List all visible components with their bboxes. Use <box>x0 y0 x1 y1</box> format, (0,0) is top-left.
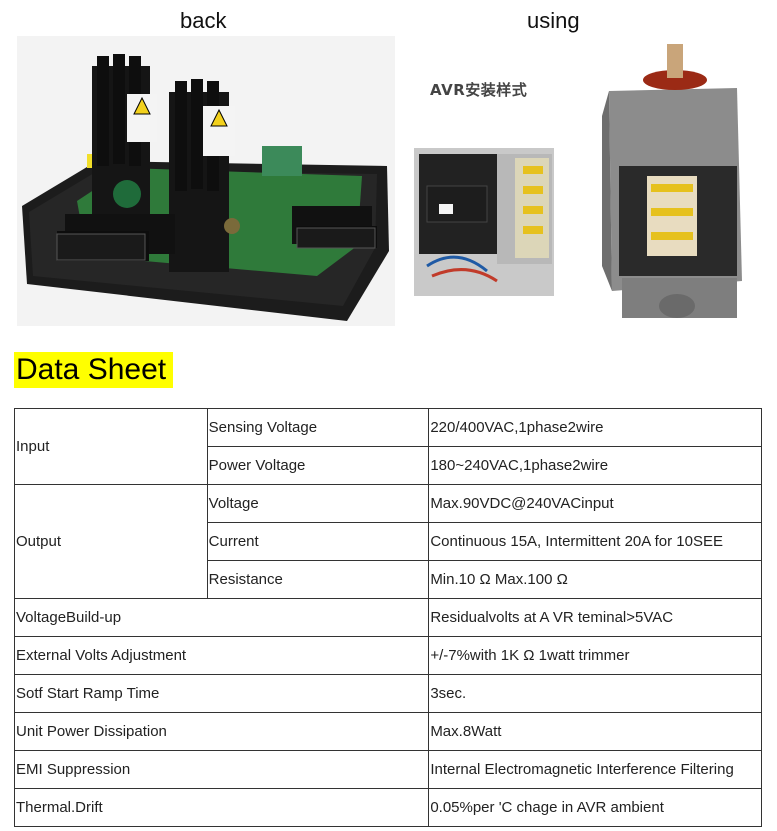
param-cell: Unit Power Dissipation <box>13 712 430 751</box>
caption-back: back <box>180 8 227 33</box>
value-cell: +/-7%with 1K Ω 1watt trimmer <box>428 636 762 675</box>
value-cell: Continuous 15A, Intermittent 20A for 10S… <box>428 522 762 561</box>
table-row: Sotf Start Ramp Time 3sec. <box>13 674 762 713</box>
value-cell: Residualvolts at A VR teminal>5VAC <box>428 598 762 637</box>
param-cell: External Volts Adjustment <box>13 636 430 675</box>
table-row: EMI Suppression Internal Electromagnetic… <box>13 750 762 789</box>
value-cell: 180~240VAC,1phase2wire <box>428 446 762 485</box>
param-cell: Thermal.Drift <box>13 788 430 827</box>
install-style-label: AVR安装样式 <box>430 81 528 99</box>
table-row: Output Voltage Max.90VDC@240VACinput <box>14 484 762 599</box>
param-cell: Sotf Start Ramp Time <box>13 674 430 713</box>
param-cell: VoltageBuild-up <box>13 598 430 637</box>
param-cell: Power Voltage <box>206 446 430 485</box>
avr-board-illustration <box>22 54 389 321</box>
avr-installation-photo <box>397 36 763 326</box>
value-cell: 0.05%per 'C chage in AVR ambient <box>428 788 762 827</box>
table-row: External Volts Adjustment +/-7%with 1K Ω… <box>13 636 762 675</box>
value-cell: Internal Electromagnetic Interference Fi… <box>428 750 762 789</box>
param-cell: EMI Suppression <box>13 750 430 789</box>
table-row: Unit Power Dissipation Max.8Watt <box>13 712 762 751</box>
param-cell: Current <box>206 522 430 561</box>
table-row: Thermal.Drift 0.05%per 'C chage in AVR a… <box>13 788 762 827</box>
table-row: Current Continuous 15A, Intermittent 20A… <box>15 522 762 561</box>
param-cell: Resistance <box>206 560 430 599</box>
table-row: Input Sensing Voltage 220/400VAC,1phase2… <box>14 408 762 485</box>
table-row: VoltageBuild-up Residualvolts at A VR te… <box>13 598 762 637</box>
param-cell: Voltage <box>206 484 430 523</box>
group-label-output: Output <box>14 484 208 599</box>
caption-using: using <box>527 8 580 33</box>
value-cell: Max.90VDC@240VACinput <box>428 484 762 523</box>
param-cell: Sensing Voltage <box>206 408 430 447</box>
value-cell: 220/400VAC,1phase2wire <box>428 408 762 447</box>
spec-table: Input Sensing Voltage 220/400VAC,1phase2… <box>13 408 762 827</box>
avr-product-photo <box>17 36 395 326</box>
value-cell: 3sec. <box>428 674 762 713</box>
value-cell: Max.8Watt <box>428 712 762 751</box>
table-row: Power Voltage 180~240VAC,1phase2wire <box>15 446 762 485</box>
group-label-input: Input <box>14 408 208 485</box>
value-cell: Min.10 Ω Max.100 Ω <box>428 560 762 599</box>
data-sheet-heading-box: Data Sheet <box>14 352 174 388</box>
data-sheet-heading: Data Sheet <box>16 353 167 386</box>
installation-illustration <box>414 44 742 318</box>
